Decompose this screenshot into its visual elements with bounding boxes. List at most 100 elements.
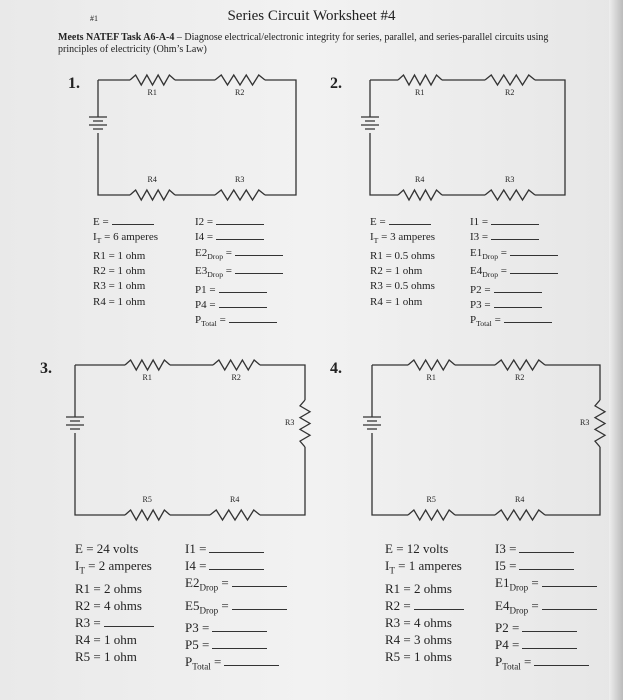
answer-blank[interactable] bbox=[235, 264, 284, 275]
resistor-r3-symbol bbox=[593, 399, 607, 448]
wire bbox=[260, 447, 306, 516]
resistor-r4-symbol bbox=[397, 188, 443, 202]
equation-term: I4 = bbox=[185, 558, 207, 573]
answer-blank[interactable] bbox=[541, 577, 597, 587]
equation-term: P bbox=[185, 654, 193, 670]
equation-term: E2 bbox=[185, 575, 200, 590]
answer-blank[interactable] bbox=[388, 215, 431, 225]
answer-blank[interactable] bbox=[231, 600, 287, 610]
answer-blank[interactable] bbox=[212, 622, 268, 633]
equation-line: R4 = 1 ohm bbox=[93, 295, 158, 310]
equation-line: R2 = 1 ohm bbox=[93, 264, 158, 279]
equation-line: R2 = 1 ohm bbox=[370, 264, 435, 279]
task-description: Meets NATEF Task A6-A-4 – Diagnose elect… bbox=[58, 32, 578, 56]
answer-blank[interactable] bbox=[209, 560, 265, 570]
resistor-label: R1 bbox=[426, 373, 436, 382]
answer-blank[interactable] bbox=[218, 283, 267, 293]
resistor-r5-symbol bbox=[124, 508, 171, 522]
answer-blank[interactable] bbox=[224, 656, 280, 667]
equation-line: IT = 2 amperes bbox=[75, 557, 154, 580]
answer-blank[interactable] bbox=[491, 230, 540, 241]
wire bbox=[535, 79, 566, 196]
answer-blank[interactable] bbox=[519, 543, 575, 553]
resistor-label: R1 bbox=[415, 88, 425, 97]
equation-term: E2 bbox=[195, 246, 208, 259]
equation-line: R4 = 1 ohm bbox=[75, 631, 154, 648]
equation-term: P4 = bbox=[195, 298, 216, 311]
subscript: Drop bbox=[482, 270, 499, 280]
equation-line: PTotal = bbox=[195, 313, 283, 331]
equation-term: R1 = 2 ohms bbox=[385, 580, 452, 596]
equation-term: P1 = bbox=[195, 283, 216, 296]
answer-blank[interactable] bbox=[228, 313, 277, 324]
battery-symbol bbox=[89, 116, 107, 130]
subscript: Drop bbox=[207, 270, 224, 280]
equation-term: P bbox=[195, 314, 202, 327]
resistor-r2-symbol bbox=[494, 358, 546, 372]
answer-blank[interactable] bbox=[216, 230, 265, 241]
equation-term: E4 bbox=[495, 597, 510, 613]
answer-blank[interactable] bbox=[493, 298, 542, 308]
resistor-r2-symbol bbox=[212, 358, 261, 372]
equation-term: P2 = bbox=[470, 283, 491, 296]
equation-line: E5Drop = bbox=[185, 597, 287, 620]
equation-term: I1 = bbox=[185, 541, 207, 556]
subscript: T bbox=[389, 565, 395, 576]
answer-blank[interactable] bbox=[231, 577, 287, 587]
answer-blank[interactable] bbox=[534, 656, 590, 667]
equation-term: R5 = 1 ohm bbox=[75, 648, 137, 664]
task-text: – Diagnose electrical/electronic integri… bbox=[58, 32, 549, 55]
resistor-label: R3 bbox=[235, 175, 245, 184]
equation-line: R5 = 1 ohm bbox=[75, 648, 154, 665]
equation-term: E = bbox=[93, 216, 109, 228]
find-values: I3 =I5 =E1Drop =E4Drop =P2 =P4 =PTotal = bbox=[495, 540, 597, 676]
subscript: Drop bbox=[207, 251, 224, 261]
answer-blank[interactable] bbox=[212, 639, 268, 650]
problem-number: 1. bbox=[68, 75, 80, 92]
answer-blank[interactable] bbox=[541, 600, 597, 610]
equation-term: E4 bbox=[470, 265, 483, 278]
answer-blank[interactable] bbox=[522, 622, 578, 633]
equation-term: E1 bbox=[495, 575, 510, 590]
subscript: Drop bbox=[482, 251, 499, 261]
wire bbox=[260, 364, 306, 400]
equation-line: R4 = 3 ohms bbox=[385, 631, 464, 648]
wire bbox=[265, 79, 297, 196]
answer-blank[interactable] bbox=[491, 215, 540, 225]
subscript: Drop bbox=[199, 605, 219, 616]
answer-blank[interactable] bbox=[216, 215, 265, 225]
answer-blank[interactable] bbox=[493, 283, 542, 293]
equation-term: P3 = bbox=[185, 620, 210, 636]
equation-term: E1 bbox=[470, 246, 483, 259]
problem-number: 4. bbox=[330, 360, 342, 377]
answer-blank[interactable] bbox=[519, 560, 575, 570]
answer-blank[interactable] bbox=[103, 617, 154, 627]
equation-line: PTotal = bbox=[495, 653, 597, 676]
equation-line: PTotal = bbox=[185, 653, 287, 676]
answer-blank[interactable] bbox=[209, 543, 265, 553]
answer-blank[interactable] bbox=[413, 600, 464, 610]
find-values: I1 =I3 =E1Drop =E4Drop =P2 =P3 =PTotal = bbox=[470, 215, 559, 332]
equation-value: = bbox=[498, 265, 508, 278]
page-title: Series Circuit Worksheet #4 bbox=[227, 8, 396, 24]
equation-line: R1 = 2 ohms bbox=[385, 580, 464, 597]
subscript: T bbox=[373, 236, 379, 246]
answer-blank[interactable] bbox=[218, 298, 267, 308]
wire bbox=[371, 433, 408, 516]
resistor-r3-symbol bbox=[214, 188, 266, 202]
answer-blank[interactable] bbox=[510, 246, 559, 256]
subscript: Total bbox=[201, 319, 217, 329]
equation-term: P4 = bbox=[495, 637, 520, 653]
answer-blank[interactable] bbox=[235, 246, 284, 256]
equation-line: R4 = 1 ohm bbox=[370, 295, 435, 310]
resistor-r4-symbol bbox=[494, 508, 546, 522]
resistor-r1-symbol bbox=[124, 358, 171, 372]
equation-term: R3 = 1 ohm bbox=[93, 280, 146, 293]
answer-blank[interactable] bbox=[111, 215, 154, 225]
equation-line: E = 12 volts bbox=[385, 540, 464, 557]
equation-line: I3 = bbox=[495, 540, 597, 557]
answer-blank[interactable] bbox=[510, 264, 559, 275]
answer-blank[interactable] bbox=[503, 313, 552, 324]
answer-blank[interactable] bbox=[522, 639, 578, 650]
